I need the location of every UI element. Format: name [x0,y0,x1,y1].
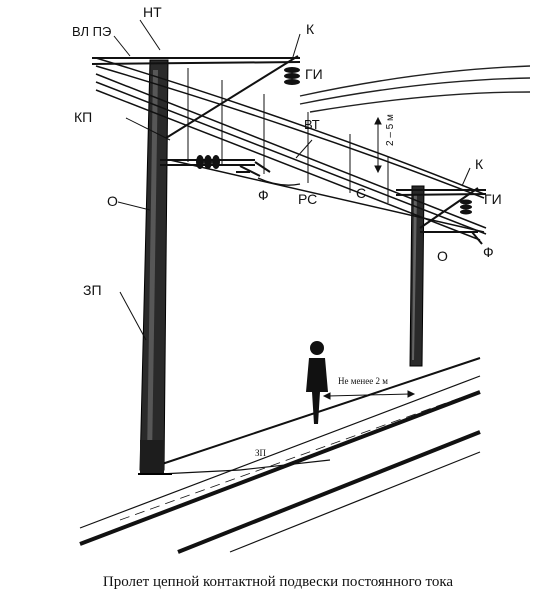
label-vt: ВТ [304,117,320,132]
dimension-2-5m [374,116,382,174]
label-vl-pe: ВЛ ПЭ [72,24,112,39]
left-mast [138,59,172,475]
dimension-min-2m [322,390,416,400]
label-zp-mast: ЗП [83,282,102,298]
label-o-right: О [437,248,448,264]
label-s: С [356,185,367,201]
label-gi-left: ГИ [305,66,323,82]
figure-caption: Пролет цепной контактной подвески постоя… [102,574,454,590]
catenary-wires [95,57,487,241]
background-wires [299,65,531,113]
label-nt: НТ [143,4,162,20]
label-k-right: К [475,156,484,172]
insulators [196,67,472,215]
label-kp: КП [74,109,93,125]
label-o-left: О [107,193,118,209]
right-cantilever [395,187,487,233]
ground-wire [159,459,331,475]
label-zp-ground: ЗП [255,448,267,458]
leader-lines [113,19,471,341]
label-f-right: Ф [483,244,494,260]
label-f-left: Ф [258,187,269,203]
rs-bracket [257,177,301,186]
label-dist-2-5m: 2 – 5 м [385,114,396,146]
person-figure [306,341,328,424]
fixators [236,165,483,245]
label-min-2m: Не менее 2 м [338,376,388,386]
label-gi-right: ГИ [484,191,502,207]
label-k-left: К [306,21,315,37]
label-rs: РС [298,191,318,207]
droppers [187,68,389,203]
